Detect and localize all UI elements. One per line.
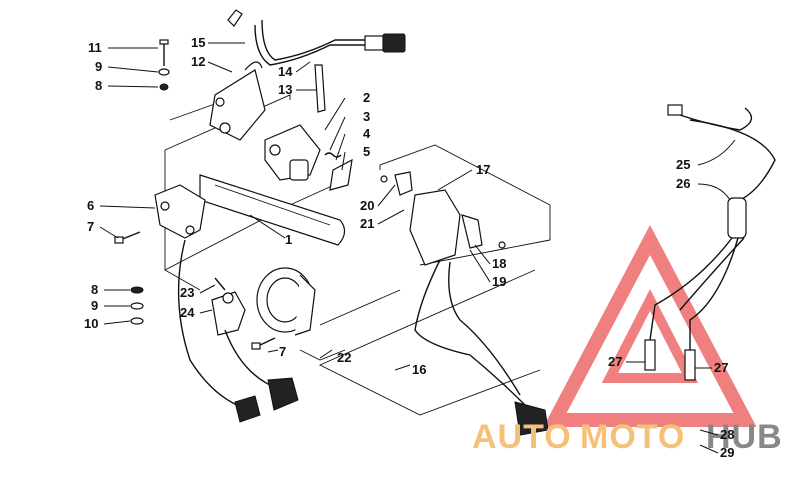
screw-lower [251,337,276,350]
callout-20: 20 [360,198,374,213]
callout-8-lower: 8 [91,282,98,297]
lower-housing [154,184,206,239]
spring-clip [324,152,353,191]
callout-9-lower: 9 [91,298,98,313]
callout-14: 14 [278,64,293,79]
ground-tab [314,64,326,113]
callout-8: 8 [95,78,102,93]
callout-15: 15 [191,35,205,50]
sensor-harness [644,104,776,381]
callout-7-lower: 7 [279,344,286,359]
callout-27-right: 27 [714,360,728,375]
callout-17: 17 [476,162,490,177]
throttle-bracket [209,61,266,141]
callout-29: 29 [720,445,734,460]
callout-2: 2 [363,90,370,105]
watermark-word-moto: MOTO [580,418,685,456]
callout-22: 22 [337,350,351,365]
handwarmer-switch [211,277,246,336]
wire-harness-16 [414,259,549,436]
callout-4: 4 [363,126,371,141]
watermark-wordmark: AUTO MOTO HUB [472,418,783,456]
callout-21: 21 [360,216,374,231]
leader-lines [99,42,736,454]
callout-10: 10 [84,316,98,331]
watermark-word-auto: AUTO [472,418,572,456]
callout-5: 5 [363,144,370,159]
wire-lower-left [177,239,299,423]
callout-12: 12 [191,54,205,69]
callout-25: 25 [676,157,690,172]
callout-13: 13 [278,82,292,97]
watermark-logo-triangle [543,225,757,427]
callout-27-left: 27 [608,354,622,369]
screw-upper [114,231,141,244]
control-housing [380,171,506,266]
assembly-frames [164,94,551,416]
callout-6: 6 [87,198,94,213]
callout-28: 28 [720,427,734,442]
callout-3: 3 [363,109,370,124]
kill-switch-body [264,124,321,181]
callout-1: 1 [285,232,292,247]
callout-23: 23 [180,285,194,300]
callout-labels: 11 9 8 15 12 14 13 2 3 4 5 6 7 1 17 20 2… [84,35,734,460]
throttle-switch-housing [256,267,316,336]
callout-11: 11 [88,40,102,55]
pin-hardware [158,39,170,91]
callout-16: 16 [412,362,426,377]
callout-24: 24 [180,305,195,320]
handlebar-tube [199,174,346,246]
wire-harness-top [227,9,406,66]
watermark-word-hub: HUB [706,418,783,456]
callout-26: 26 [676,176,690,191]
callout-19: 19 [492,274,506,289]
callout-7: 7 [87,219,94,234]
callout-9: 9 [95,59,102,74]
callout-18: 18 [492,256,506,271]
lower-washers [130,286,144,325]
